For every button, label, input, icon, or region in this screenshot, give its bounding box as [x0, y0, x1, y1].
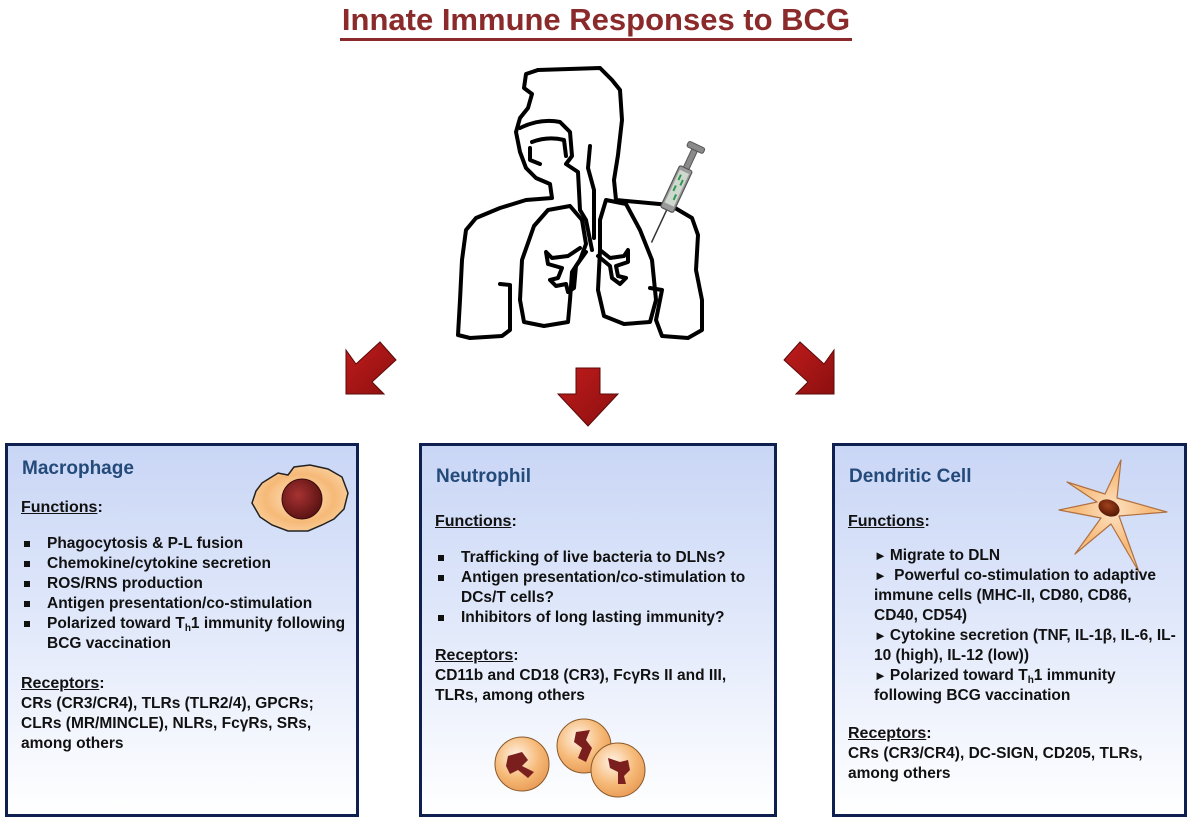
receptors-label: Receptors	[21, 675, 100, 692]
function-item: Antigen presentation/co-stimulation	[21, 594, 351, 614]
dendritic-receptors-heading: Receptors:	[848, 724, 1178, 744]
arrow-to-macrophage	[345, 341, 397, 395]
dendritic-receptors: CRs (CR3/CR4), DC-SIGN, CD205, TLRs, amo…	[848, 745, 1143, 782]
arrow-to-dendritic-cell	[783, 341, 835, 395]
function-item: ► Powerful co-stimulation to adaptive im…	[848, 566, 1178, 626]
function-item: Chemokine/cytokine secretion	[21, 554, 351, 574]
function-item: Phagocytosis & P-L fusion	[21, 534, 351, 554]
function-item: Antigen presentation/co-stimulation to D…	[435, 568, 765, 608]
colon: :	[97, 499, 103, 516]
text: Powerful co-stimulation to adaptive immu…	[874, 567, 1156, 624]
function-item: Inhibitors of long lasting immunity?	[435, 608, 765, 628]
body-outline	[536, 66, 704, 340]
text: 1 immunity following BCG vaccination	[874, 667, 1116, 704]
text: Migrate to DLN	[889, 547, 1001, 564]
macrophage-functions-list: Phagocytosis & P-L fusion Chemokine/cyto…	[21, 534, 351, 654]
right-lung	[596, 198, 658, 326]
neutrophil-functions-list: Trafficking of live bacteria to DLNs? An…	[435, 548, 765, 628]
dendritic-functions-heading: Functions:	[848, 512, 1178, 532]
subscript: h	[184, 623, 191, 634]
function-item: ►Migrate to DLN	[848, 546, 1178, 566]
neutrophil-receptors: CD11b and CD18 (CR3), FcγRs II and III, …	[435, 667, 727, 704]
dendritic-cell-icon	[1058, 459, 1168, 573]
neutrophil-cells-icon	[494, 718, 646, 798]
colon: :	[513, 647, 519, 664]
text: Cytokine secretion (TNF, IL-1β, IL-6, IL…	[874, 627, 1176, 664]
figure-title-text: Innate Immune Responses to BCG	[339, 2, 853, 41]
macrophage-title: Macrophage	[22, 458, 134, 479]
function-item: Trafficking of live bacteria to DLNs?	[435, 548, 765, 568]
arrow-to-neutrophil	[556, 367, 620, 427]
function-item: ROS/RNS production	[21, 574, 351, 594]
macrophage-functions-heading: Functions:	[21, 498, 351, 518]
text: Polarized toward T	[47, 615, 185, 632]
dendritic-cell-title: Dendritic Cell	[849, 466, 972, 487]
syringe-icon	[650, 141, 706, 243]
colon: :	[99, 675, 105, 692]
functions-label: Functions	[848, 513, 925, 530]
neutrophil-box: Neutrophil Functions: Trafficking of liv…	[419, 443, 777, 817]
text: 1 immunity following BCG vaccination	[47, 615, 346, 652]
receptors-label: Receptors	[848, 725, 927, 742]
neutrophil-title: Neutrophil	[436, 466, 531, 487]
dendritic-cell-box: Dendritic Cell Functions: ►Migrate to DL…	[832, 443, 1187, 817]
colon: :	[511, 513, 517, 530]
function-item: ►Cytokine secretion (TNF, IL-1β, IL-6, I…	[848, 626, 1178, 666]
dendritic-functions-list: ►Migrate to DLN ► Powerful co-stimulatio…	[848, 546, 1178, 706]
triangle-bullet-icon: ►	[874, 548, 887, 563]
macrophage-receptors: CRs (CR3/CR4), TLRs (TLR2/4), GPCRs; CLR…	[21, 695, 314, 752]
triangle-bullet-icon: ►	[874, 668, 887, 683]
text: Polarized toward T	[889, 667, 1028, 684]
neutrophil-functions-heading: Functions:	[435, 512, 765, 532]
functions-label: Functions	[21, 499, 98, 516]
subscript: h	[1027, 675, 1034, 686]
left-lung	[518, 204, 588, 328]
triangle-bullet-icon: ►	[874, 628, 887, 643]
function-item: Polarized toward Th1 immunity following …	[21, 614, 351, 654]
colon: :	[924, 513, 930, 530]
colon: :	[926, 725, 932, 742]
functions-label: Functions	[435, 513, 512, 530]
neutrophil-receptors-heading: Receptors:	[435, 646, 765, 666]
receptors-label: Receptors	[435, 647, 514, 664]
figure-title: Innate Immune Responses to BCG	[0, 2, 1192, 41]
function-item: ►Polarized toward Th1 immunity following…	[848, 666, 1178, 706]
macrophage-receptors-heading: Receptors:	[21, 674, 351, 694]
macrophage-box: Macrophage Functions: Phagocytosis & P-L…	[5, 443, 359, 817]
macrophage-cell-icon	[251, 464, 349, 532]
triangle-bullet-icon: ►	[874, 568, 887, 583]
respiratory-tract-illustration	[456, 66, 706, 340]
